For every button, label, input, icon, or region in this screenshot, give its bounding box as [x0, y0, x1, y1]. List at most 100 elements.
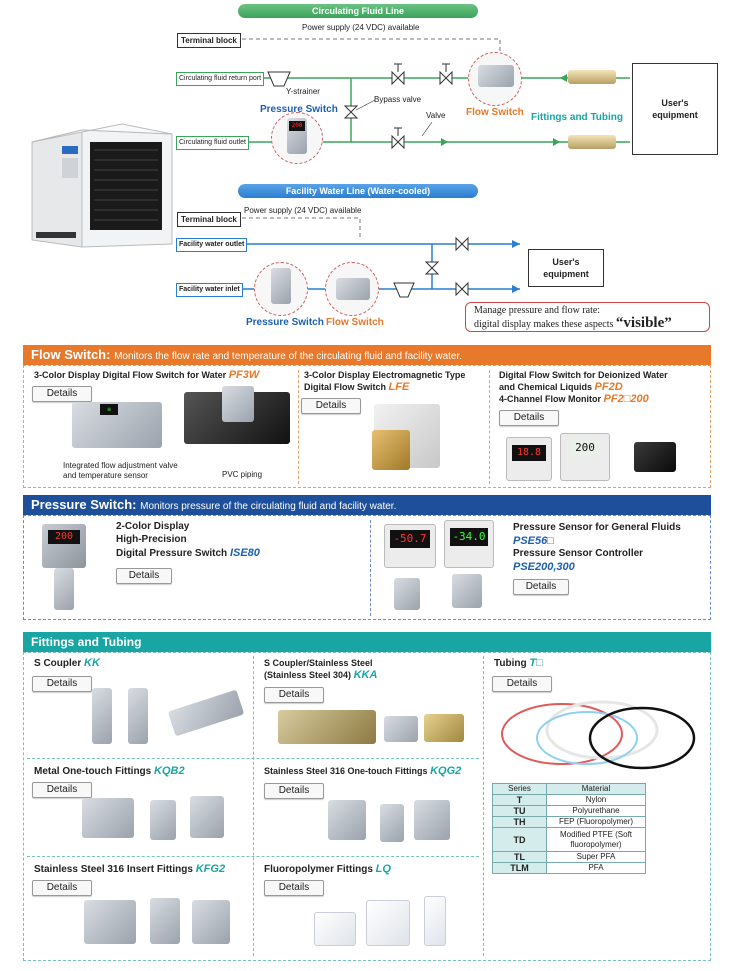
- kfg2-details-button[interactable]: Details: [32, 880, 92, 896]
- lfe-title-1: 3-Color Display Electromagnetic Type: [304, 370, 466, 380]
- kqb2-title-row: Metal One-touch Fittings KQB2: [34, 765, 185, 778]
- pf3w-caption-1: Integrated flow adjustment valve: [63, 461, 178, 470]
- tubing-code: T□: [529, 657, 543, 669]
- users-equipment-box-2: User's equipment: [528, 249, 604, 287]
- kqb2-title: Metal One-touch Fittings: [34, 766, 152, 777]
- power-supply-label: Power supply (24 VDC) available: [302, 23, 420, 32]
- lq-image-2: [366, 900, 410, 946]
- facility-water-line-title: Facility Water Line (Water-cooled): [238, 184, 478, 198]
- terminal-block-label: Terminal block: [177, 33, 241, 48]
- kfg2-image-1: [84, 900, 136, 944]
- tubing-image: [501, 700, 696, 770]
- terminal-block-label-2: Terminal block: [177, 212, 241, 227]
- series-cell: TL: [492, 851, 547, 863]
- pf2d-title-row-2: and Chemical Liquids PF2D: [499, 381, 623, 393]
- pf3w-title-row: 3-Color Display Digital Flow Switch for …: [34, 369, 259, 381]
- pse200-line-2: Pressure Sensor Controller: [513, 548, 644, 559]
- series-cell: TLM: [492, 862, 547, 874]
- table-header-row: Series Material: [492, 783, 646, 795]
- pf2-200-display: 200: [570, 440, 600, 456]
- pse200-display-2: -34.0: [450, 528, 488, 546]
- system-diagram: Circulating Fluid Line Terminal block Po…: [0, 0, 733, 340]
- pf3w-details-button[interactable]: Details: [32, 386, 92, 402]
- flow-divider-1: [298, 370, 299, 484]
- visible-note: Manage pressure and flow rate: digital d…: [465, 302, 710, 332]
- pse-details-button[interactable]: Details: [513, 579, 569, 595]
- kqg2-image-2: [380, 804, 404, 842]
- note-line-2-wrap: digital display makes these aspects “vis…: [474, 316, 701, 331]
- lq-details-button[interactable]: Details: [264, 880, 324, 896]
- users-equipment-box-1: User's equipment: [632, 63, 718, 155]
- ise80-fitting: [54, 568, 74, 610]
- flow-switch-header: Flow Switch: Monitors the flow rate and …: [23, 345, 711, 365]
- kqg2-details-button[interactable]: Details: [264, 783, 324, 799]
- facility-water-inlet-label: Facility water inlet: [176, 283, 243, 297]
- series-cell: T: [492, 794, 547, 806]
- circulating-fluid-line-title: Circulating Fluid Line: [238, 4, 478, 18]
- ise80-display: 200: [48, 530, 80, 544]
- lfe-brass-body: [372, 430, 410, 470]
- kqb2-image-1: [82, 798, 134, 838]
- ise80-details-button[interactable]: Details: [116, 568, 172, 584]
- kka-details-button[interactable]: Details: [264, 687, 324, 703]
- kka-title-1: S Coupler/Stainless Steel: [264, 658, 373, 668]
- facility-water-outlet-label: Facility water outlet: [176, 238, 248, 252]
- pf2-200-code: PF2□200: [603, 393, 649, 405]
- tubing-details-button[interactable]: Details: [492, 676, 552, 692]
- pf2-200-title-row: 4-Channel Flow Monitor PF2□200: [499, 393, 649, 405]
- kqg2-code: KQG2: [430, 765, 462, 777]
- ise80-line-1: 2-Color Display: [116, 521, 190, 532]
- pf2d-sensor-image: [634, 442, 676, 472]
- ise80-line-2: High-Precision: [116, 534, 187, 545]
- kqg2-title: Stainless Steel 316 One-touch Fittings: [264, 766, 428, 776]
- kqg2-image-1: [328, 800, 366, 840]
- pf3w-product-image-2-body: [222, 386, 254, 422]
- pse56-sensor-image-2: [452, 574, 482, 608]
- fit-divider-h1: [27, 758, 479, 759]
- kka-title-row-2: (Stainless Steel 304) KKA: [264, 669, 377, 681]
- pf2d-details-button[interactable]: Details: [499, 410, 559, 426]
- pressure-switch-header-desc: Monitors pressure of the circulating flu…: [140, 501, 397, 512]
- kk-title-row: S Coupler KK: [34, 657, 100, 670]
- table-header-series: Series: [492, 783, 547, 795]
- pressure-switch-display: 200: [289, 121, 305, 131]
- bypass-valve-label: Bypass valve: [374, 95, 422, 104]
- kk-image-1: [92, 688, 112, 744]
- valve-label: Valve: [426, 111, 446, 120]
- lfe-title-row-2: Digital Flow Switch LFE: [304, 381, 409, 393]
- kk-image-2: [128, 688, 148, 744]
- ise80-code: ISE80: [229, 547, 260, 559]
- y-strainer-label: Y-strainer: [286, 87, 320, 96]
- pressure-switch-label-fac: Pressure Switch: [246, 317, 324, 328]
- pf2-200-product-image: [560, 433, 610, 481]
- material-cell: Modified PTFE (Soft fluoropolymer): [546, 827, 646, 852]
- pf2d-title-1: Digital Flow Switch for Deionized Water: [499, 370, 668, 380]
- material-cell: Super PFA: [546, 851, 646, 863]
- pf3w-caption-2: and temperature sensor: [63, 471, 148, 480]
- flow-switch-header-title: Flow Switch:: [31, 347, 111, 362]
- series-cell: TH: [492, 816, 547, 828]
- pressure-switch-header: Pressure Switch: Monitors pressure of th…: [23, 495, 711, 515]
- flow-switch-image-2: [336, 278, 370, 300]
- fittings-header: Fittings and Tubing: [23, 632, 711, 652]
- material-cell: PFA: [546, 862, 646, 874]
- kqb2-details-button[interactable]: Details: [32, 782, 92, 798]
- kk-code: KK: [84, 657, 100, 669]
- fit-divider-h2: [27, 856, 479, 857]
- kqg2-title-row: Stainless Steel 316 One-touch Fittings K…: [264, 765, 461, 777]
- lfe-details-button[interactable]: Details: [301, 398, 361, 414]
- flow-switch-label-fac: Flow Switch: [326, 317, 384, 328]
- piping-lines: [242, 38, 630, 298]
- flow-section: [23, 365, 711, 488]
- material-cell: FEP (Fluoropolymer): [546, 816, 646, 828]
- kka-image-1: [278, 710, 376, 744]
- pf2-200-title: 4-Channel Flow Monitor: [499, 394, 601, 404]
- kfg2-code: KFG2: [195, 863, 226, 875]
- kka-code: KKA: [353, 669, 378, 681]
- chiller-unit-image: [22, 112, 182, 252]
- kk-details-button[interactable]: Details: [32, 676, 92, 692]
